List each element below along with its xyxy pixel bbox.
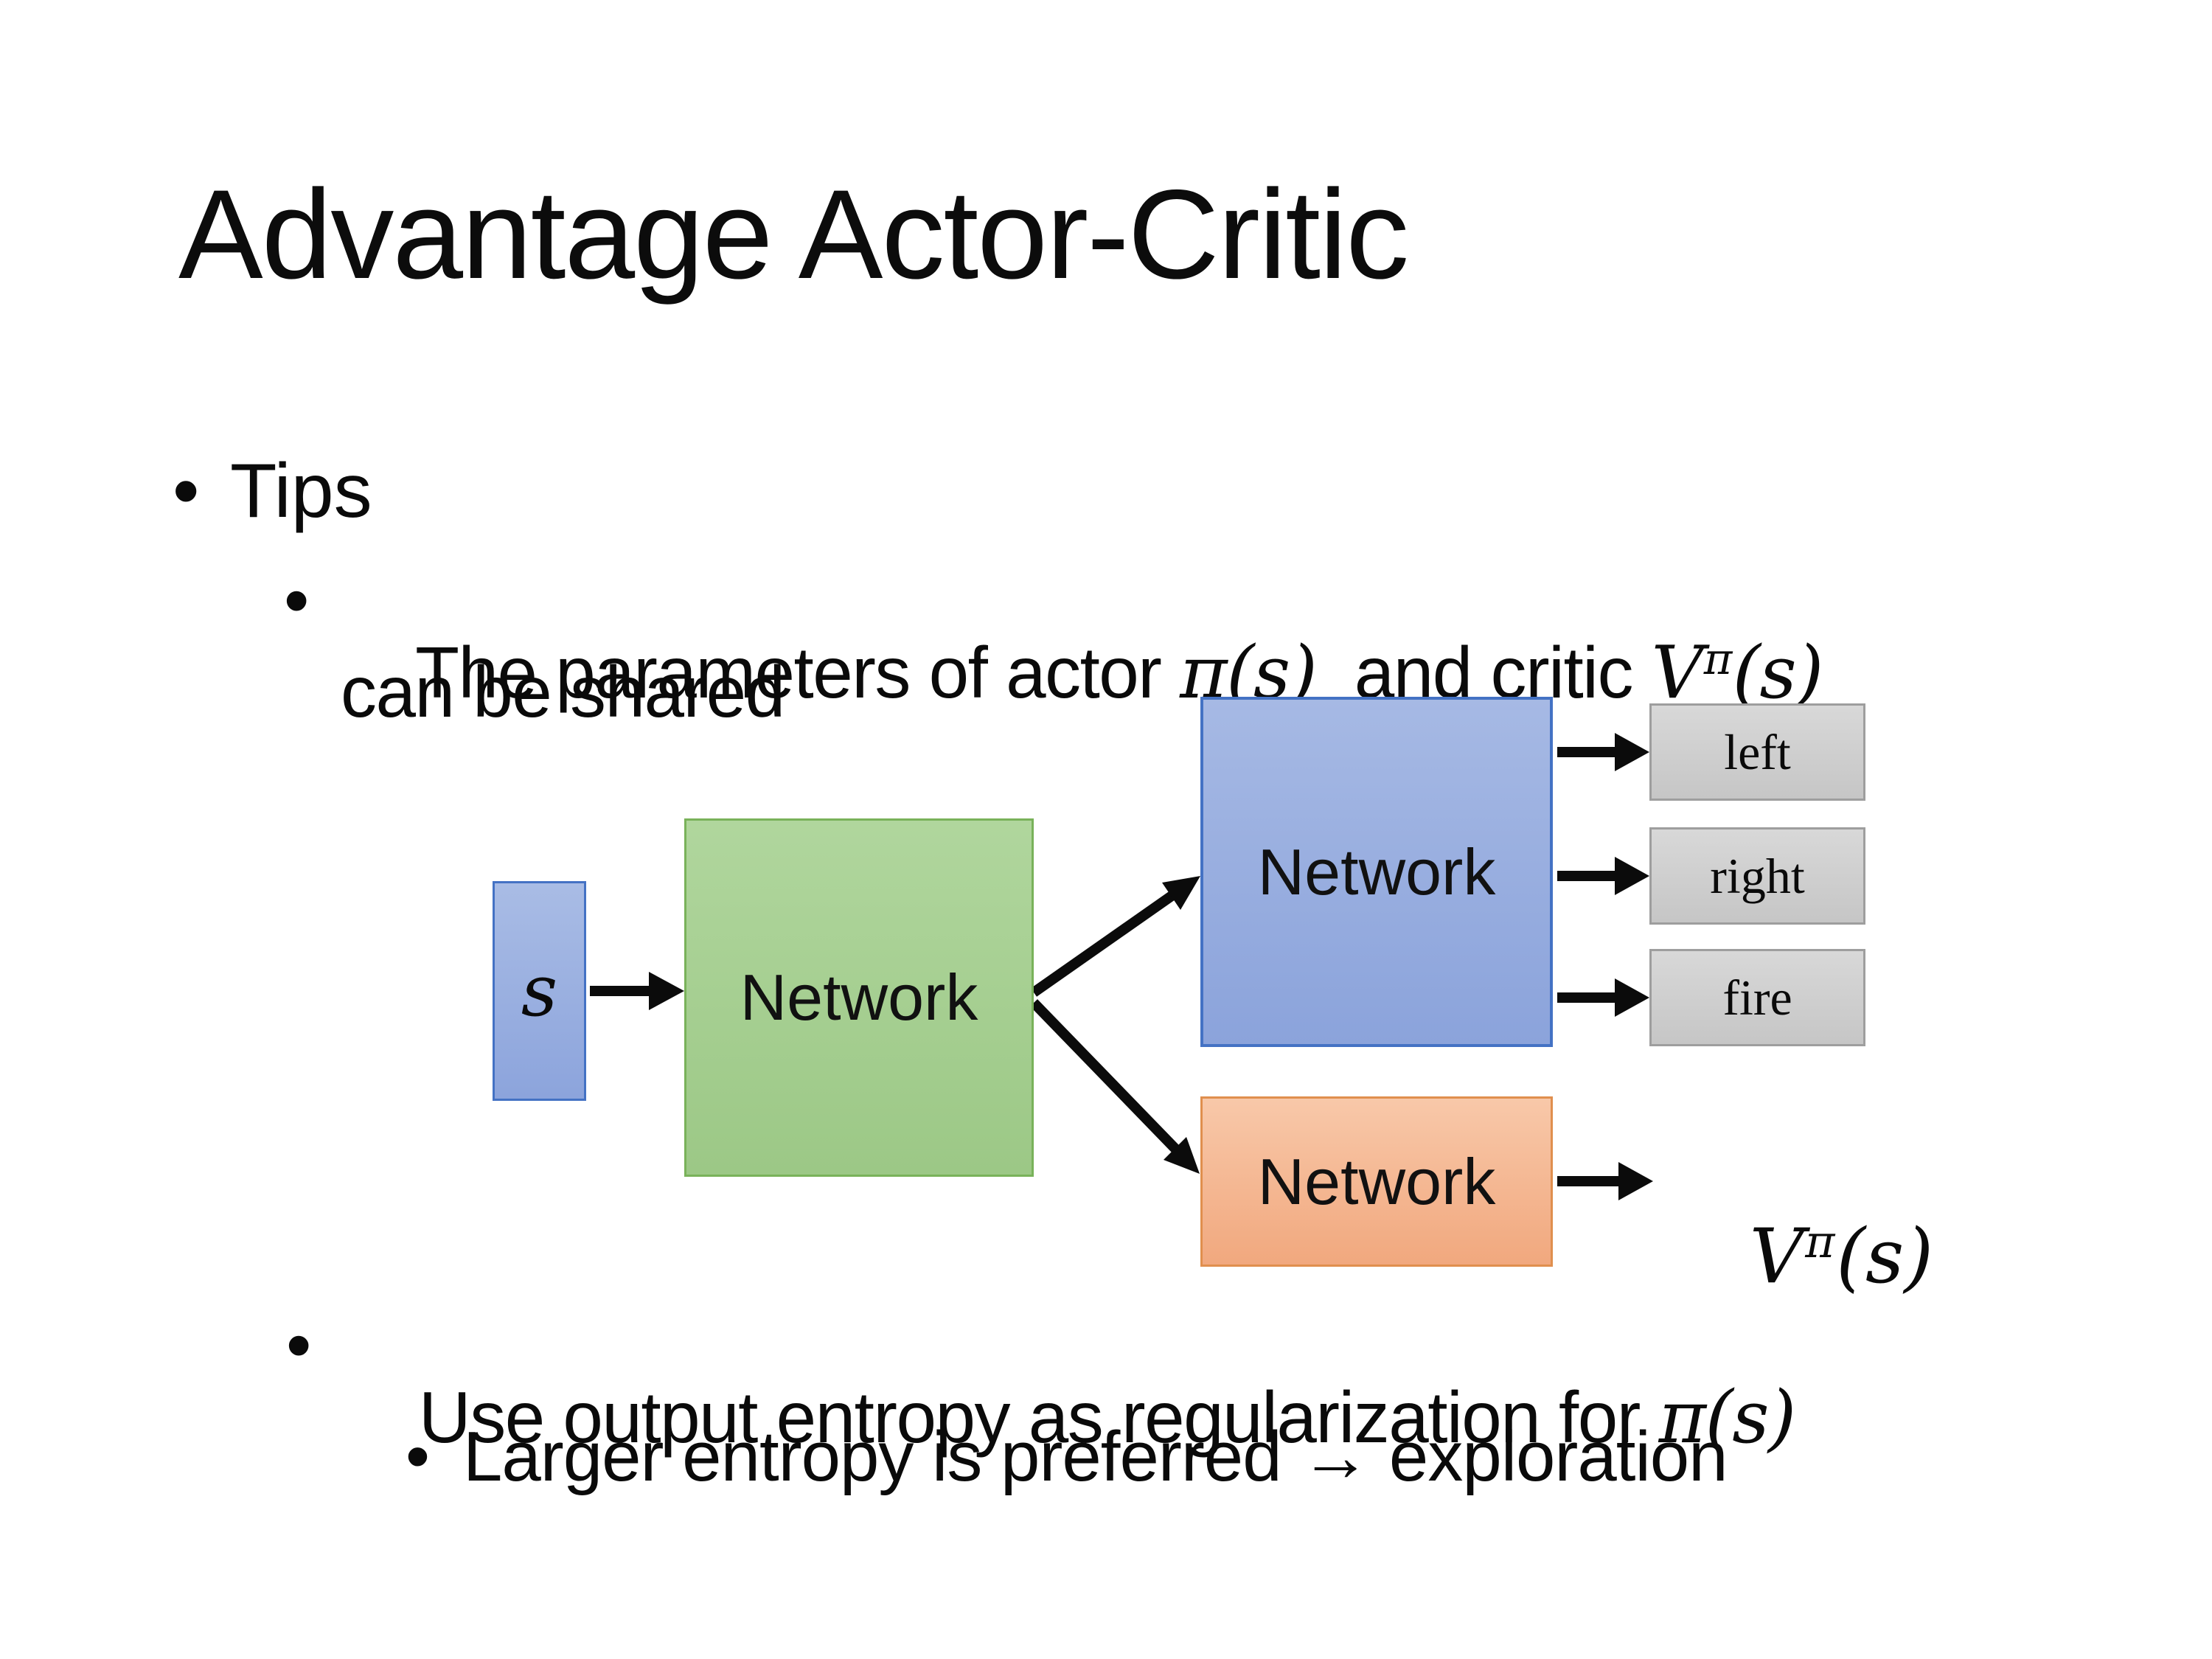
arrow-actor-to-fire xyxy=(1557,978,1649,1017)
bullet-icon: • xyxy=(284,560,310,641)
arrow-state-to-shared xyxy=(590,972,684,1010)
entropy-text-pre: Use output entropy as regularization for xyxy=(418,1377,1659,1458)
value-pi-superscript: π xyxy=(1805,1216,1835,1269)
v-symbol: V xyxy=(1651,631,1704,715)
critic-network-box: Network xyxy=(1200,1096,1553,1267)
actor-network-label: Network xyxy=(1257,835,1496,908)
entropy-pi-math: π(s) xyxy=(1658,1376,1797,1460)
arrow-actor-to-right xyxy=(1557,857,1649,895)
bullet-entropy: Use output entropy as regularization for… xyxy=(343,1309,1797,1526)
action-label-fire: fire xyxy=(1722,969,1792,1026)
action-box-right: right xyxy=(1649,827,1865,925)
shared-network-label: Network xyxy=(740,961,978,1034)
value-args: (s) xyxy=(1836,1213,1934,1301)
shared-network-box: Network xyxy=(684,818,1034,1177)
slide-title: Advantage Actor-Critic xyxy=(178,164,1409,305)
pi-superscript: π xyxy=(1703,633,1733,684)
value-function-label: Vπ(s) xyxy=(1654,1144,1933,1370)
arrow-actor-to-left xyxy=(1557,733,1649,771)
bullet-icon: • xyxy=(286,1304,312,1385)
state-label: s xyxy=(521,950,558,1032)
state-box: s xyxy=(493,881,586,1101)
bullet-icon: • xyxy=(406,1417,430,1495)
v-args: (s) xyxy=(1732,631,1824,715)
arrow-shared-to-critic xyxy=(1029,999,1200,1174)
action-box-left: left xyxy=(1649,703,1865,801)
bullet-exploration: Larger entropy is preferred → exploratio… xyxy=(463,1417,1728,1496)
action-label-right: right xyxy=(1710,847,1805,904)
bullet-icon: • xyxy=(173,448,200,534)
critic-v-math: Vπ(s) xyxy=(1651,631,1824,715)
shared-text-mid: and critic xyxy=(1316,632,1652,713)
arrow-shared-to-actor xyxy=(1030,876,1200,997)
bullet-shared-line2: can be shared xyxy=(341,651,785,732)
actor-network-box: Network xyxy=(1200,697,1553,1047)
shared-text-pre: The parameters of actor xyxy=(415,632,1180,713)
action-label-left: left xyxy=(1724,723,1791,780)
value-v-symbol: V xyxy=(1749,1213,1804,1301)
arrow-critic-to-value xyxy=(1557,1162,1653,1200)
bullet-tips: Tips xyxy=(230,448,372,534)
action-box-fire: fire xyxy=(1649,949,1865,1046)
critic-network-label: Network xyxy=(1257,1144,1496,1218)
